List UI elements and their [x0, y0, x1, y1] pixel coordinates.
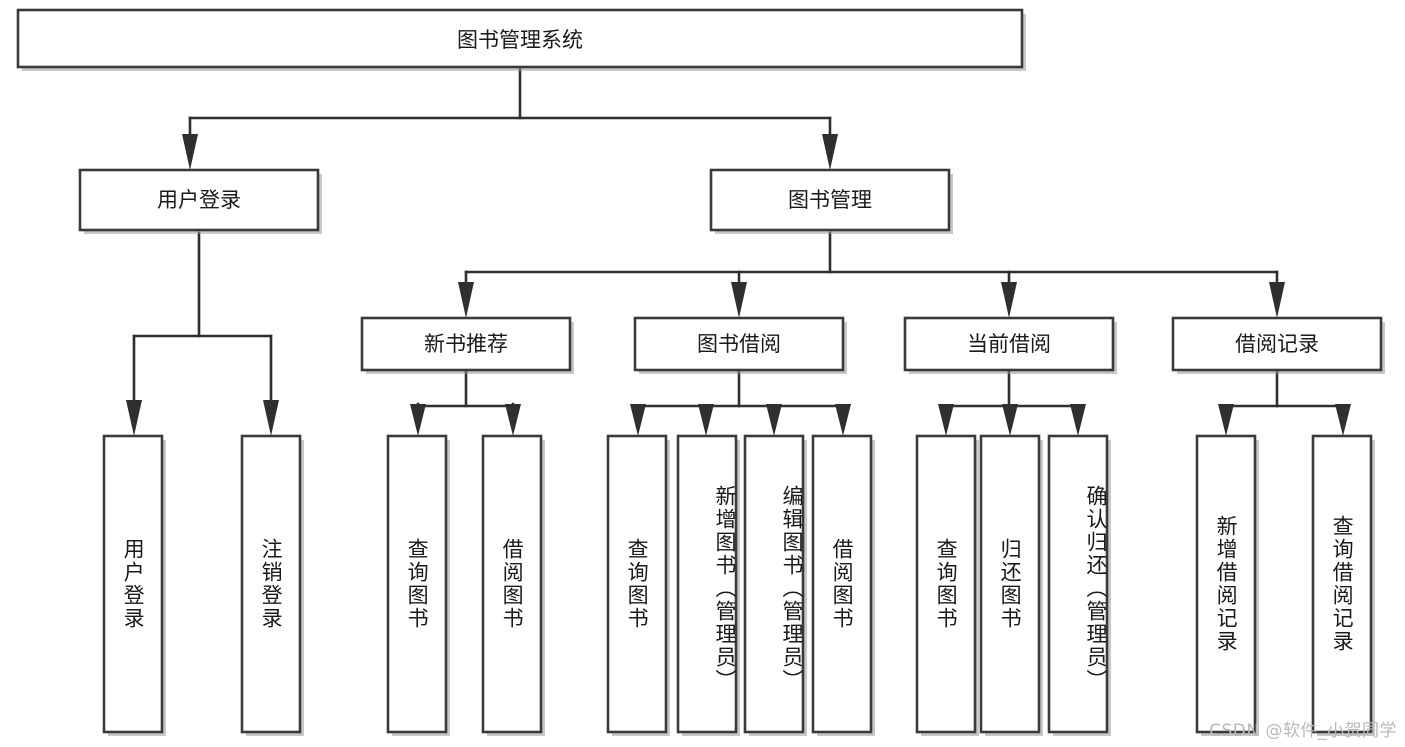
- arrowhead-cb-query-book: [938, 404, 954, 436]
- arrowhead-br-add-record: [1218, 404, 1234, 436]
- arrowhead-leaf-logout: [263, 400, 279, 436]
- node-book-management[interactable]: 图书管理: [709, 168, 953, 234]
- new-book-recommend-box[interactable]: [360, 316, 572, 372]
- root-box[interactable]: [16, 8, 1024, 69]
- node-new-book-recommend[interactable]: 新书推荐: [360, 316, 574, 374]
- book-management-box[interactable]: [709, 168, 951, 232]
- borrow-records-label: 借阅记录: [1235, 332, 1319, 356]
- edges-book-mgmt-to-level3: [458, 231, 1285, 318]
- current-borrow-label: 当前借阅: [967, 332, 1051, 356]
- edges-current-borrow-to-leaves: [938, 370, 1086, 436]
- leaf-node-bb-add-book[interactable]: [676, 434, 740, 736]
- leaf-nb-borrow-box[interactable]: [481, 434, 543, 734]
- arrowhead-bb-edit-book: [766, 404, 782, 436]
- arrowhead-book-mgmt: [822, 134, 838, 170]
- arrowhead-bb-add-book: [698, 404, 714, 436]
- borrow-records-box[interactable]: [1171, 316, 1383, 372]
- book-management-label: 图书管理: [788, 188, 872, 212]
- leaf-node-nb-borrow-book[interactable]: [481, 434, 545, 736]
- arrowhead-borrow-records: [1269, 282, 1285, 318]
- leaf-cb-return-box[interactable]: [979, 434, 1041, 734]
- leaf-node-bb-edit-book[interactable]: [743, 434, 807, 736]
- arrowhead-bb-borrow-book: [835, 404, 851, 436]
- user-login-label: 用户登录: [157, 188, 241, 212]
- node-book-borrow[interactable]: 图书借阅: [633, 316, 847, 374]
- leaf-nb-query-box[interactable]: [386, 434, 448, 734]
- leaf-node-cb-confirm-return[interactable]: [1047, 434, 1111, 736]
- leaf-logout-box[interactable]: [240, 434, 302, 734]
- edges-book-borrow-to-leaves: [630, 370, 851, 436]
- edges-root-to-level2: [182, 67, 838, 170]
- leaf-node-cb-query-book[interactable]: [915, 434, 979, 736]
- arrowhead-user-login: [182, 134, 198, 170]
- node-current-borrow[interactable]: 当前借阅: [903, 316, 1117, 374]
- arrowhead-nb-borrow-book: [505, 404, 521, 436]
- leaf-br-query-box[interactable]: [1311, 434, 1373, 734]
- new-book-recommend-label: 新书推荐: [424, 332, 508, 356]
- leaf-bb-edit-box[interactable]: [743, 434, 805, 734]
- arrowhead-br-query-record: [1335, 404, 1351, 436]
- book-borrow-label: 图书借阅: [697, 332, 781, 356]
- edges-borrow-records-to-leaves: [1218, 370, 1351, 436]
- node-borrow-records[interactable]: 借阅记录: [1171, 316, 1385, 374]
- edges-user-login-to-leaves: [126, 231, 279, 436]
- leaf-cb-confirm-box[interactable]: [1047, 434, 1109, 734]
- arrowhead-cb-return-book: [1002, 404, 1018, 436]
- leaf-node-br-query-record[interactable]: [1311, 434, 1375, 736]
- leaf-node-bb-borrow-book[interactable]: [811, 434, 875, 736]
- leaf-bb-query-box[interactable]: [606, 434, 668, 734]
- leaf-bb-borrow-box[interactable]: [811, 434, 873, 734]
- edges-new-books-to-leaves: [410, 370, 521, 436]
- user-login-box[interactable]: [78, 168, 320, 232]
- leaf-node-cb-return-book[interactable]: [979, 434, 1043, 736]
- csdn-watermark: CSDN @软件_小贺同学: [1209, 721, 1397, 741]
- leaf-br-add-box[interactable]: [1195, 434, 1257, 734]
- arrowhead-cb-confirm-return: [1070, 404, 1086, 436]
- arrowhead-nb-query-book: [410, 404, 426, 436]
- leaf-node-user-login[interactable]: [102, 434, 166, 736]
- leaf-cb-query-box[interactable]: [915, 434, 977, 734]
- node-user-login[interactable]: 用户登录: [78, 168, 322, 234]
- leaf-user-login-box[interactable]: [102, 434, 164, 734]
- arrowhead-leaf-user-login: [126, 400, 142, 436]
- arrowhead-current-borrow: [1001, 282, 1017, 318]
- current-borrow-box[interactable]: [903, 316, 1115, 372]
- arrowhead-bb-query-book: [630, 404, 646, 436]
- root-label: 图书管理系统: [457, 28, 583, 52]
- leaf-bb-add-box[interactable]: [676, 434, 738, 734]
- leaf-node-br-add-record[interactable]: [1195, 434, 1259, 736]
- book-borrow-box[interactable]: [633, 316, 845, 372]
- arrowhead-new-books: [458, 282, 474, 318]
- leaf-node-bb-query-book[interactable]: [606, 434, 670, 736]
- node-root[interactable]: 图书管理系统: [16, 8, 1026, 71]
- leaf-node-nb-query-book[interactable]: [386, 434, 450, 736]
- arrowhead-book-borrow: [731, 282, 747, 318]
- leaf-node-logout[interactable]: [240, 434, 304, 736]
